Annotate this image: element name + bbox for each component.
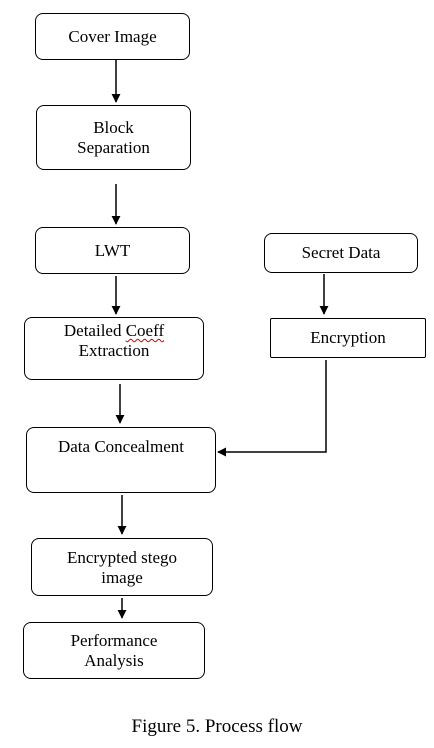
node-performance-analysis-line2: Analysis bbox=[84, 650, 144, 670]
node-encrypted-stego-line1: Encrypted stego bbox=[67, 548, 177, 567]
node-secret-data-label: Secret Data bbox=[301, 243, 381, 262]
node-data-concealment-label: Data Concealment bbox=[57, 437, 185, 456]
node-block-separation-line1: Block bbox=[93, 117, 134, 137]
node-encryption: Encryption bbox=[270, 318, 426, 358]
node-block-separation: Block Separation bbox=[36, 105, 191, 170]
node-detailed-coeff-word1: Detailed bbox=[63, 321, 126, 340]
node-detailed-coeff-flagged-word: Coeff bbox=[125, 321, 165, 340]
node-detailed-coeff-line1: Detailed Coeff bbox=[64, 321, 164, 341]
node-data-concealment: Data Concealment bbox=[26, 427, 216, 493]
figure-caption: Figure 5. Process flow bbox=[131, 716, 303, 737]
node-encryption-label: Encryption bbox=[310, 328, 386, 347]
node-lwt-label: LWT bbox=[94, 240, 131, 260]
node-block-separation-line2: Separation bbox=[77, 137, 150, 157]
node-cover-image: Cover Image bbox=[35, 13, 190, 60]
node-lwt: LWT bbox=[35, 227, 190, 274]
node-detailed-coeff-line2: Extraction bbox=[78, 341, 150, 360]
node-encrypted-stego: Encrypted stego image bbox=[31, 538, 213, 596]
node-encrypted-stego-line2: image bbox=[101, 568, 143, 587]
node-performance-analysis: Performance Analysis bbox=[23, 622, 205, 679]
node-performance-analysis-line1: Performance bbox=[70, 630, 158, 650]
node-cover-image-label: Cover Image bbox=[68, 26, 157, 46]
arrow-encryption-to-concealment bbox=[217, 360, 327, 457]
node-detailed-coeff: Detailed Coeff Extraction bbox=[24, 317, 204, 380]
node-secret-data: Secret Data bbox=[264, 233, 418, 273]
